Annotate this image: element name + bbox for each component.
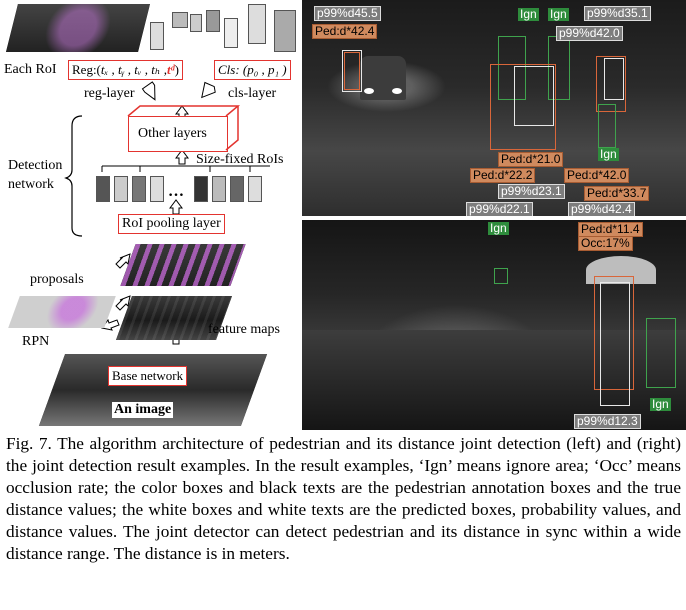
umbrella-shape [586,256,656,284]
gt-label-d42-0: Ped:d*42.0 [564,168,630,183]
other-layers-depth [127,105,241,151]
other-layers-label: Other layers [138,126,207,141]
ign-box-1 [498,36,526,100]
gt-box-4 [594,276,634,390]
rpn-label: RPN [22,334,50,349]
result-example-top: p99%d45.5 Ped:d*42.4 Ign Ign p99%d35.1 p… [302,0,686,216]
ign-label-1: Ign [518,7,539,21]
figure-caption: Fig. 7. The algorithm architecture of pe… [6,434,681,563]
pred-label-p99-d12-3: p99%d12.3 [574,414,641,429]
feature-maps-label: feature maps [208,322,280,337]
ign-label-5: Ign [650,397,671,411]
reg-prefix: Reg:( [72,62,101,77]
reg-output-box: Reg:(tₓ , tᵧ , tᵥ , tₕ ,tᵈ) [68,60,183,80]
other-layers-block [128,116,228,152]
reg-vars: tₓ , tᵧ , tᵥ , tₕ , [100,62,168,77]
size-fixed-rois-label: Size-fixed RoIs [196,152,284,167]
pred-box-1 [342,50,362,92]
reg-layer-label: reg-layer [84,86,135,101]
pred-label-p99-d42-4: p99%d42.4 [568,202,635,216]
proposals-map [120,244,246,286]
gt-label-d11-4: Ped:d*11.4 [578,222,643,237]
gt-box-1 [344,52,360,90]
ign-box-4 [494,268,508,284]
proposals-label: proposals [30,272,84,287]
ign-label-3: Ign [598,147,619,161]
ign-box-5 [646,318,676,388]
rpn-map [8,296,116,328]
pred-label-p99-d35-1: p99%d35.1 [584,6,651,21]
pred-box-4 [600,282,630,406]
reg-td: tᵈ [167,62,175,77]
road-surface [302,330,686,430]
ign-box-3 [598,104,616,148]
gt-label-d42-4: Ped:d*42.4 [312,24,378,39]
gt-label-d21-0: Ped:d*21.0 [498,152,564,167]
cls-layer-label: cls-layer [228,86,277,101]
architecture-diagram: Each RoI Reg:(tₓ , tᵧ , tᵥ , tₕ ,tᵈ) Cls… [0,0,300,430]
pred-box-3 [604,58,624,100]
each-roi-label: Each RoI [4,62,57,77]
gt-box-2 [490,64,556,150]
cls-output-box: Cls: (p₀ , p₁ ) [214,60,291,80]
roi-ellipsis: … [168,183,184,200]
gt-label-d22-2: Ped:d*22.2 [470,168,536,183]
gt-label-d33-7: Ped:d*33.7 [584,186,650,201]
pred-label-p99-d22-1: p99%d22.1 [466,202,533,216]
base-network-box: Base network [108,366,188,386]
detection-network-label: Detection network [8,158,63,192]
pred-label-p99-d23-1: p99%d23.1 [498,184,565,199]
ign-label-2: Ign [548,7,569,21]
result-example-bottom: Ign Ped:d*11.4 Occ:17% Ign p99%d12.3 [302,220,686,430]
pred-box-2 [514,66,554,126]
ign-label-4: Ign [488,221,509,235]
pred-label-p99-d45-5: p99%d45.5 [314,6,381,21]
roi-pooling-box: RoI pooling layer [118,214,225,234]
pred-label-p99-d42-0: p99%d42.0 [556,26,623,41]
gt-label-occ-17: Occ:17% [578,236,633,251]
gt-box-3 [596,56,626,112]
reg-suffix: ) [174,62,179,77]
an-image-label: An image [112,402,174,418]
